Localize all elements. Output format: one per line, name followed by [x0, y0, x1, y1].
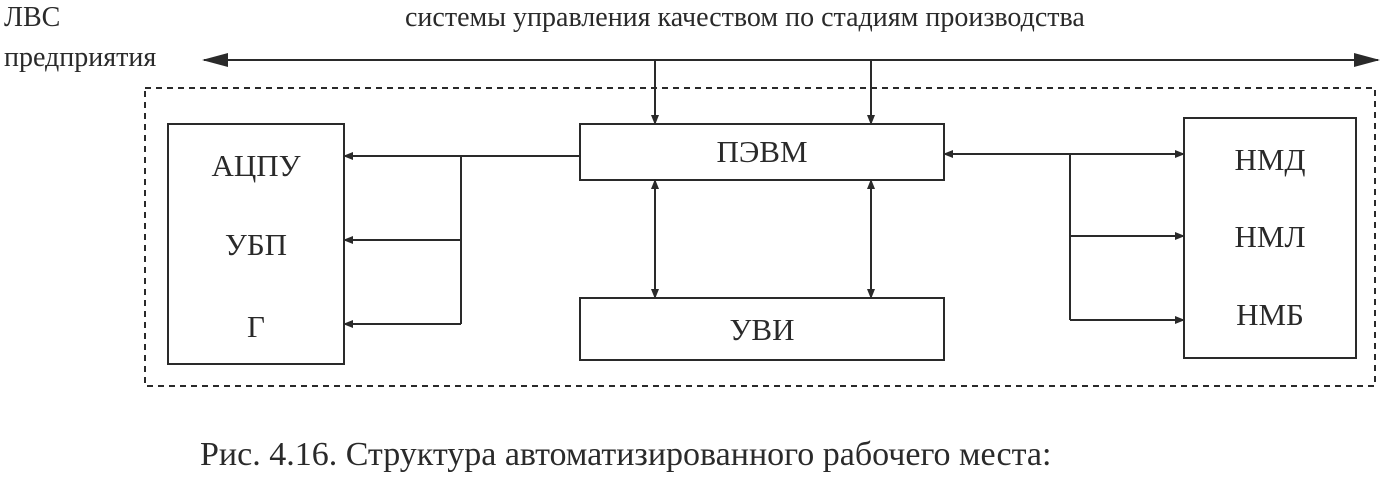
nmb-label: НМБ	[1236, 297, 1304, 332]
ubp-label: УБП	[224, 227, 288, 262]
nmd-label: НМД	[1234, 142, 1306, 177]
quality-system-label: системы управления качеством по стадиям …	[405, 2, 1085, 33]
g-label: Г	[247, 309, 265, 344]
nml-label: НМЛ	[1234, 219, 1306, 254]
pevm-label: ПЭВМ	[716, 134, 808, 169]
lan-label-line1: ЛВС	[4, 2, 61, 33]
figure-caption: Рис. 4.16. Структура автоматизированного…	[200, 436, 1052, 473]
uvi-label: УВИ	[729, 312, 795, 347]
acpu-label: АЦПУ	[211, 148, 301, 183]
lan-label-line2: предприятия	[4, 42, 157, 73]
output-devices-block	[167, 123, 345, 365]
workstation-boundary	[144, 87, 1376, 387]
uvi-block	[579, 297, 945, 361]
